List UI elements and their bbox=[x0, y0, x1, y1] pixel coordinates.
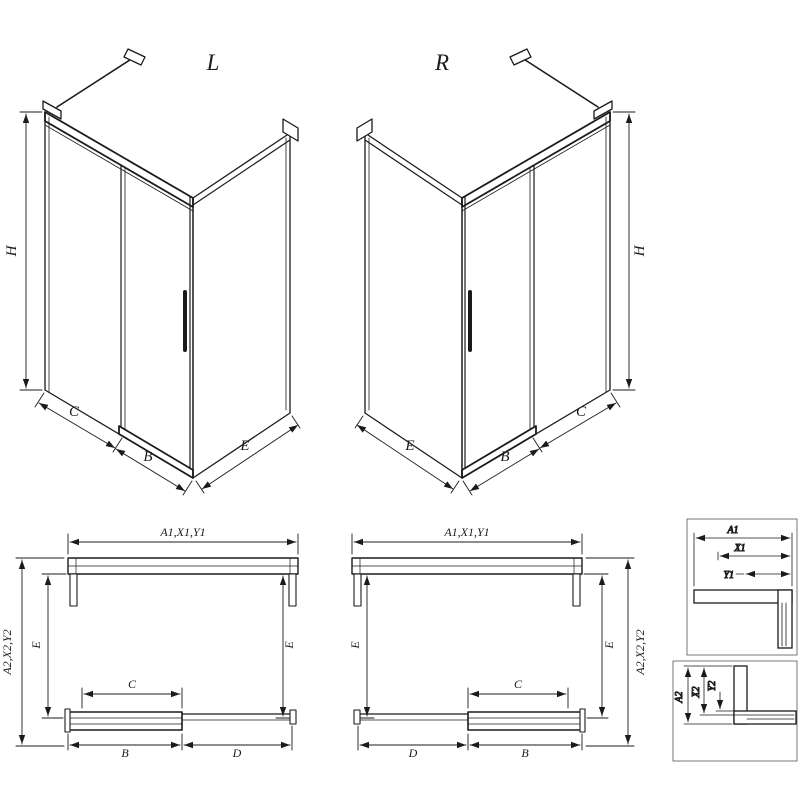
plan-r-labels: A1,X1,Y1 A2,X2,Y2 E E C B D bbox=[348, 525, 647, 760]
plan-l-dim-b: B bbox=[121, 746, 129, 760]
plan-l-dim-top: A1,X1,Y1 bbox=[159, 525, 205, 539]
detail-top-dim-y1: Y1 bbox=[723, 570, 734, 581]
plan-r-dim-side: A2,X2,Y2 bbox=[633, 629, 647, 675]
plan-view-geometry bbox=[15, 533, 299, 751]
view-r-3d-labels: R H C B E bbox=[404, 50, 648, 465]
detail-bottom-dim-a2: A2 bbox=[674, 691, 685, 703]
plan-l-dim-c: C bbox=[128, 677, 137, 691]
r-dim-e: E bbox=[404, 438, 414, 454]
r-dim-b: B bbox=[500, 449, 509, 465]
l-dim-e: E bbox=[239, 438, 249, 454]
plan-l-dim-d: D bbox=[232, 746, 242, 760]
detail-bottom-dim-y2: Y2 bbox=[707, 681, 718, 692]
plan-l-dim-e-left: E bbox=[29, 641, 43, 650]
plan-r-dim-c: C bbox=[514, 677, 523, 691]
r-view-title: R bbox=[434, 50, 449, 75]
l-view-title: L bbox=[206, 50, 220, 75]
plan-r-dim-e-left: E bbox=[348, 641, 362, 650]
plan-r-dim-b: B bbox=[521, 746, 529, 760]
r-dim-h: H bbox=[632, 244, 648, 257]
r-dim-c: C bbox=[576, 404, 587, 420]
view-l-3d-labels: L H C B E bbox=[4, 50, 250, 465]
detail-top-dim-x1: X1 bbox=[733, 543, 745, 554]
detail-profile-top: A1 X1 Y1 bbox=[686, 518, 798, 656]
plan-l-labels: A1,X1,Y1 A2,X2,Y2 E E C B D bbox=[0, 525, 296, 760]
detail-profile-bottom: A2 X2 Y2 bbox=[672, 660, 798, 762]
plan-r-dim-e-right: E bbox=[602, 641, 616, 650]
plan-l-dim-e-right: E bbox=[282, 641, 296, 650]
detail-bottom-dim-x2: X2 bbox=[691, 686, 702, 698]
plan-view-geometry-mirrored bbox=[352, 534, 634, 750]
plan-r-dim-d: D bbox=[408, 746, 418, 760]
enclosure-3d-geometry bbox=[19, 48, 301, 496]
l-dim-c: C bbox=[69, 404, 80, 420]
l-dim-b: B bbox=[143, 449, 152, 465]
plan-r-dim-top: A1,X1,Y1 bbox=[443, 525, 489, 539]
plan-l-dim-side: A2,X2,Y2 bbox=[0, 629, 14, 675]
enclosure-3d-geometry-mirrored bbox=[355, 49, 635, 495]
l-dim-h: H bbox=[4, 244, 20, 257]
detail-top-dim-a1: A1 bbox=[726, 525, 738, 536]
